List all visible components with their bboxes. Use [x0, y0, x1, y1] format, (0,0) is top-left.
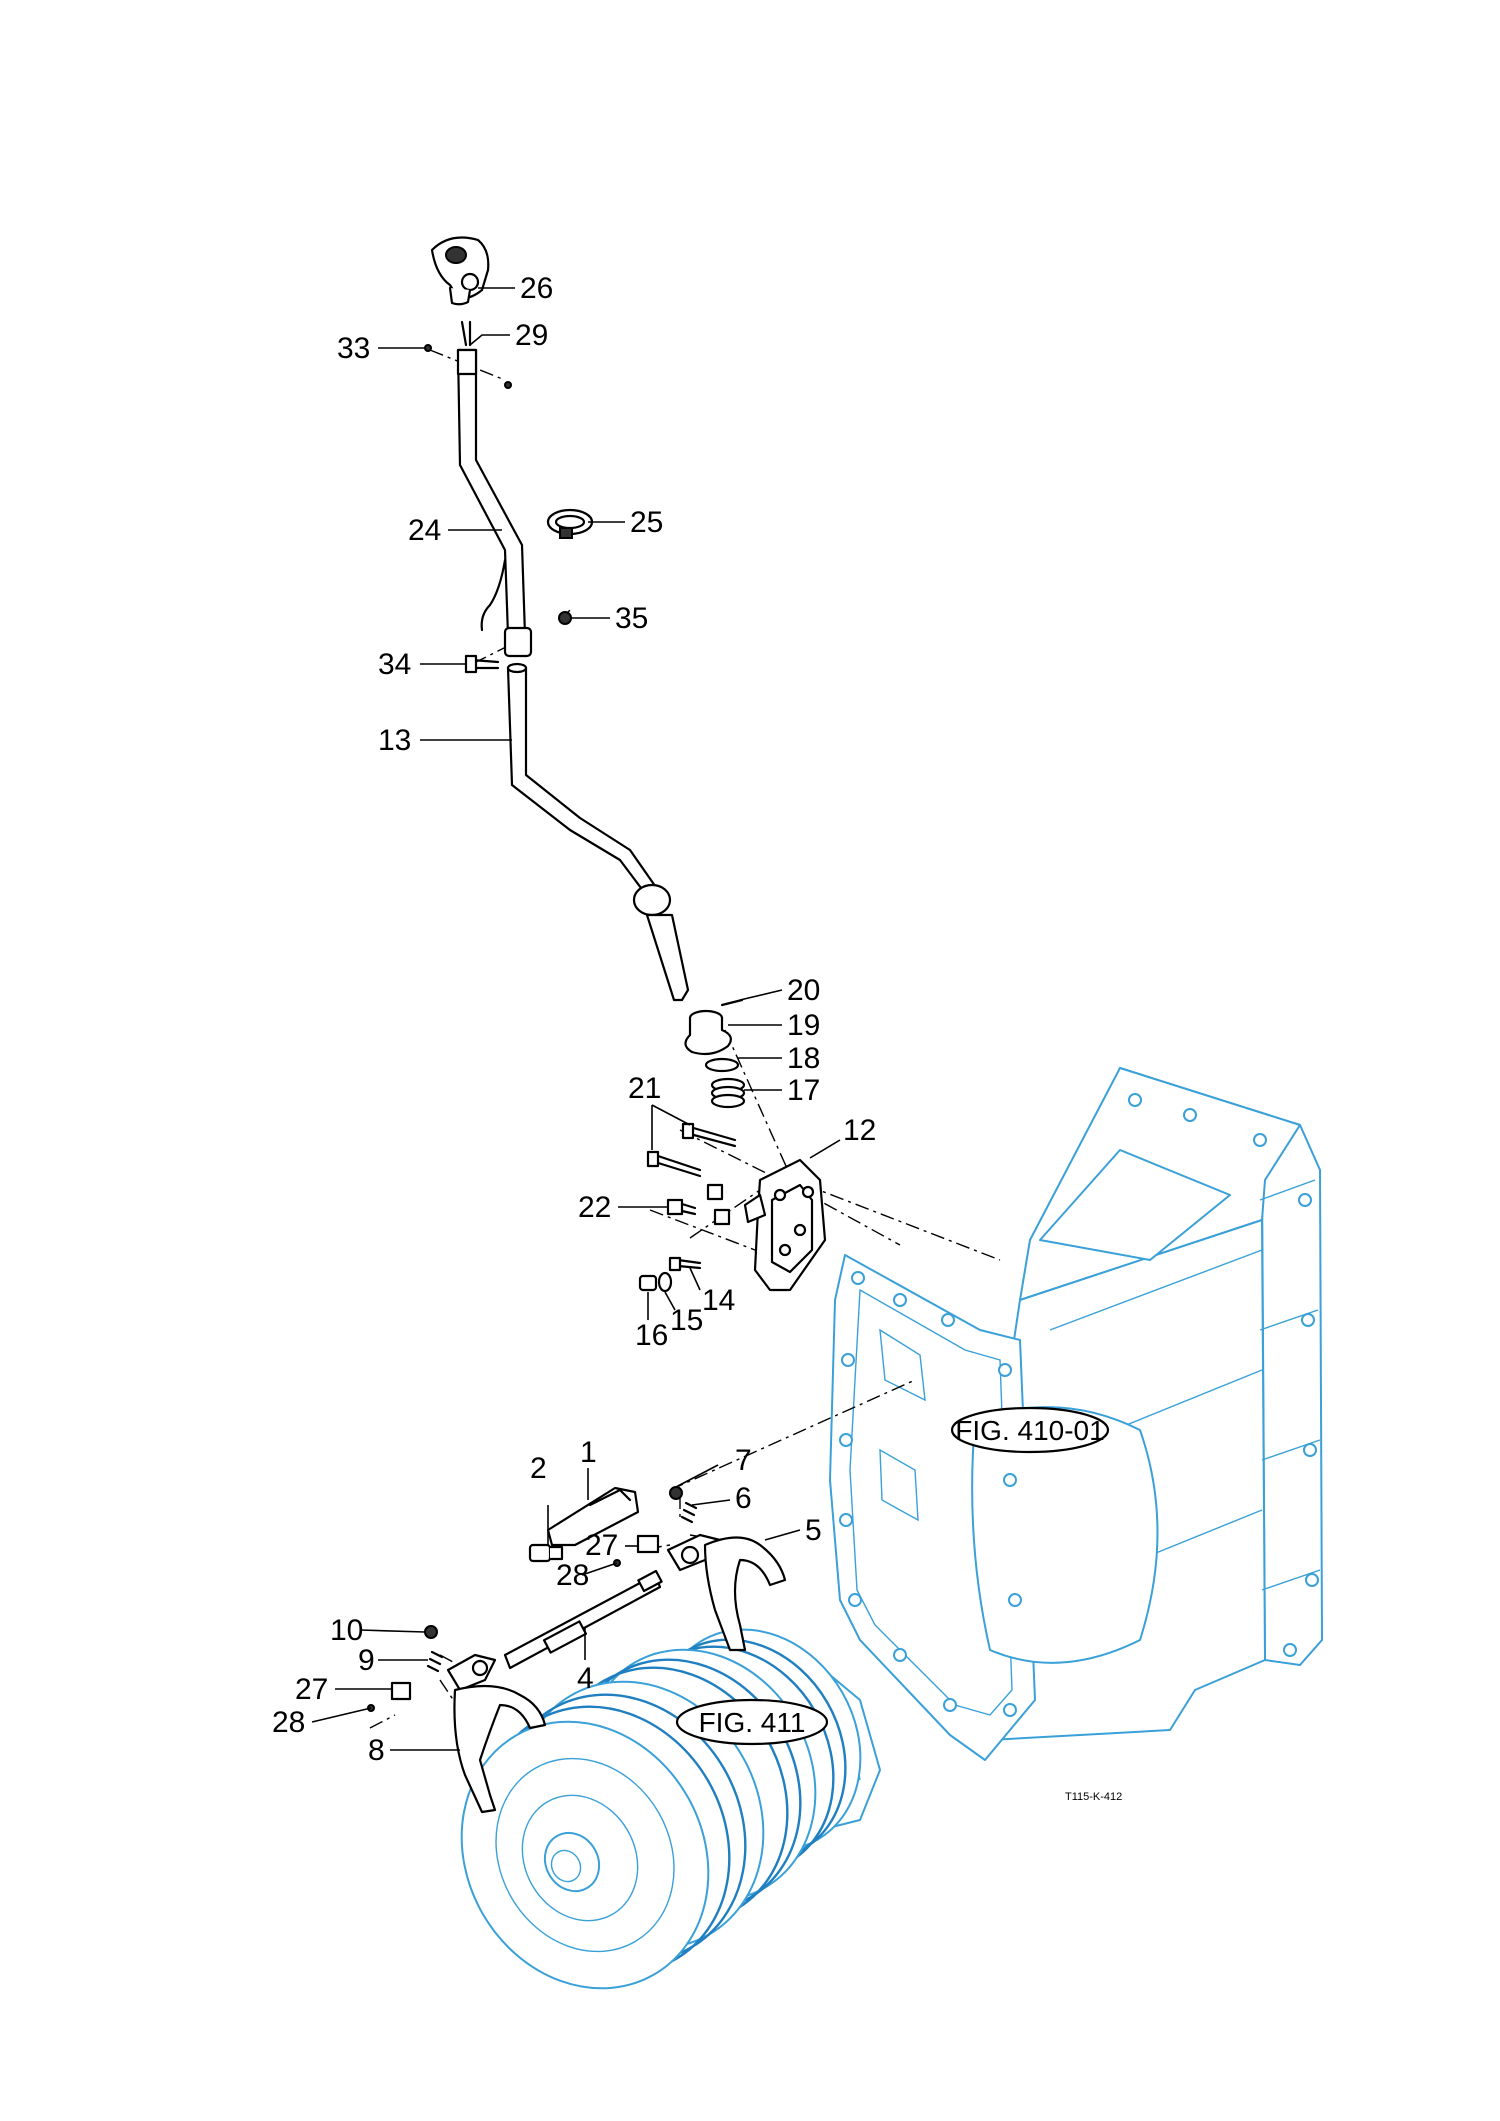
shift-lever-assembly [424, 236, 746, 1109]
bolt-2 [528, 1543, 564, 1563]
bolt-34-head [464, 654, 478, 674]
callout-9: 9 [358, 1644, 375, 1677]
pin-14 [676, 1258, 702, 1270]
lever-collar [503, 626, 533, 658]
callout-16: 16 [635, 1319, 668, 1352]
callout-14: 14 [702, 1284, 735, 1317]
ring-18 [704, 1057, 740, 1073]
callout-26: 26 [520, 272, 553, 305]
lower-lever [506, 666, 662, 902]
lever-tip [645, 913, 690, 1002]
lever-top-collar [456, 348, 478, 376]
callout-27-lower: 27 [295, 1673, 328, 1706]
pin-33 [424, 344, 432, 352]
figure-reference-drum[interactable]: FIG. 411 [675, 1698, 829, 1746]
boot-19 [684, 1009, 732, 1056]
callout-35: 35 [615, 602, 648, 635]
figure-reference-case[interactable]: FIG. 410-01 [950, 1406, 1110, 1454]
pin-20 [720, 998, 744, 1007]
callout-2: 2 [530, 1452, 547, 1485]
callout-6: 6 [735, 1482, 752, 1515]
figure-reference-drum-label: FIG. 411 [699, 1707, 806, 1738]
callout-20: 20 [787, 974, 820, 1007]
callout-33: 33 [337, 332, 370, 365]
lever-ball [632, 883, 672, 917]
callout-4: 4 [577, 1662, 594, 1695]
shift-fork-8 [446, 1653, 547, 1814]
leader-lines [311, 287, 841, 1751]
pin-29 [460, 320, 472, 347]
callout-13: 13 [378, 724, 411, 757]
upper-lever [456, 348, 527, 637]
callout-21: 21 [628, 1072, 661, 1105]
bracket-1 [546, 1486, 640, 1547]
callout-5: 5 [805, 1514, 822, 1547]
lock-plate-27b [390, 1681, 412, 1701]
callout-7: 7 [735, 1444, 752, 1477]
lever-wire [480, 558, 507, 632]
nut-35 [558, 611, 572, 625]
transmission-case [829, 1067, 1323, 1761]
callout-27-upper: 27 [585, 1529, 618, 1562]
callout-29: 29 [515, 319, 548, 352]
clamp [546, 508, 594, 539]
callout-8: 8 [368, 1734, 385, 1767]
spring-6 [680, 1501, 698, 1524]
washer-15 [657, 1271, 673, 1293]
figure-reference-case-label: FIG. 410-01 [955, 1415, 1104, 1446]
spring-17 [710, 1077, 746, 1109]
shift-knob [430, 236, 490, 306]
callout-22: 22 [578, 1191, 611, 1224]
callout-12: 12 [843, 1114, 876, 1147]
callout-25: 25 [630, 506, 663, 539]
bolt-22 [666, 1198, 697, 1216]
callout-15: 15 [670, 1304, 703, 1337]
shift-fork-5 [666, 1533, 787, 1652]
bolts-21 [646, 1122, 737, 1178]
callout-18: 18 [787, 1042, 820, 1075]
gear-drum [460, 1628, 881, 1990]
callout-24: 24 [408, 514, 441, 547]
spring-9 [426, 1650, 444, 1673]
ball-7 [669, 1486, 683, 1500]
callout-labels: 26 29 33 25 24 35 34 13 20 19 18 17 21 1… [272, 272, 876, 1767]
shift-rail-assembly [367, 1486, 787, 1814]
ball-10 [424, 1625, 438, 1639]
shift-rail-4 [503, 1569, 663, 1670]
drawing-code: T115-K-412 [1065, 1791, 1122, 1803]
callout-10: 10 [330, 1614, 363, 1647]
callout-34: 34 [378, 648, 411, 681]
callout-19: 19 [787, 1009, 820, 1042]
plug-16 [638, 1274, 658, 1292]
pin-33b [504, 381, 512, 389]
callout-28-lower: 28 [272, 1706, 305, 1739]
callout-17: 17 [787, 1074, 820, 1107]
callout-1: 1 [580, 1436, 597, 1469]
shifter-cover-assembly [638, 1122, 827, 1293]
lock-plate-27a [636, 1534, 660, 1554]
callout-28-upper: 28 [556, 1559, 589, 1592]
